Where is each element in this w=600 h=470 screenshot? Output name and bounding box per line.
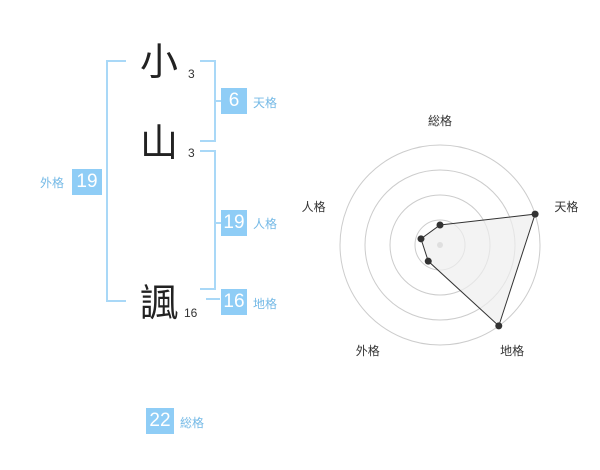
- radar-area: [420, 213, 536, 327]
- name-char-3: 諷: [140, 281, 179, 325]
- name-char-2: 山: [140, 121, 179, 165]
- gaikaku-badge: 19: [72, 169, 102, 195]
- jinkaku-label: 人格: [253, 217, 278, 231]
- soukaku-label: 総格: [180, 416, 205, 430]
- radar-point-0: [436, 221, 444, 229]
- radar-ring-4: [339, 144, 541, 346]
- name-char-2-strokes: 3: [188, 146, 195, 160]
- name-char-1-strokes: 3: [188, 67, 195, 81]
- chikaku-badge: 16: [221, 289, 247, 315]
- radar-point-2: [495, 322, 503, 330]
- radar-axis-label-tenkaku: 天格: [554, 199, 578, 214]
- tenkaku-tick: [214, 100, 222, 102]
- gaikaku-label: 外格: [40, 176, 65, 190]
- radar-axis-label-soukaku: 総格: [428, 113, 452, 128]
- radar-chart: 総格 天格 地格 外格 人格: [302, 113, 579, 358]
- chikaku-connector: [206, 298, 220, 300]
- radar-axis-label-chikaku: 地格: [500, 343, 524, 358]
- jinkaku-bracket: [200, 150, 216, 290]
- soukaku-badge: 22: [146, 408, 174, 434]
- radar-point-4: [417, 235, 425, 243]
- tenkaku-badge: 6: [221, 88, 247, 114]
- gaikaku-bracket: [106, 60, 126, 302]
- radar-point-1: [531, 210, 539, 218]
- jinkaku-badge: 19: [221, 210, 247, 236]
- radar-axis-label-gaikaku: 外格: [356, 343, 380, 358]
- radar-point-3: [424, 257, 432, 265]
- radar-axis-label-jinkaku: 人格: [302, 199, 326, 214]
- jinkaku-tick: [214, 222, 222, 224]
- chikaku-label: 地格: [253, 297, 278, 311]
- name-char-3-strokes: 16: [184, 306, 198, 320]
- radar-points: [417, 210, 539, 330]
- tenkaku-label: 天格: [253, 96, 278, 110]
- name-char-1: 小: [140, 40, 179, 84]
